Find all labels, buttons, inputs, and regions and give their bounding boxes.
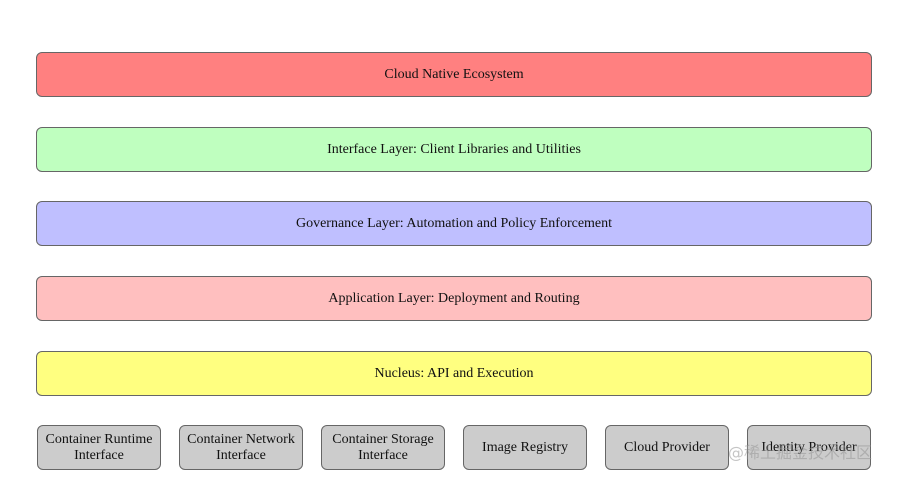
layer-nucleus: Nucleus: API and Execution (36, 351, 872, 396)
layer-interface: Interface Layer: Client Libraries and Ut… (36, 127, 872, 172)
layer-label: Cloud Native Ecosystem (384, 66, 524, 82)
infra-cloud-provider: Cloud Provider (605, 425, 729, 470)
layer-governance: Governance Layer: Automation and Policy … (36, 201, 872, 246)
layer-cloud-native-ecosystem: Cloud Native Ecosystem (36, 52, 872, 97)
infra-image-registry: Image Registry (463, 425, 587, 470)
layer-label: Governance Layer: Automation and Policy … (295, 215, 613, 231)
layer-label: Interface Layer: Client Libraries and Ut… (327, 141, 581, 157)
infra-container-network-interface: Container Network Interface (179, 425, 303, 470)
layer-label: Application Layer: Deployment and Routin… (328, 290, 580, 306)
infra-identity-provider: Identity Provider (747, 425, 871, 470)
layer-application: Application Layer: Deployment and Routin… (36, 276, 872, 321)
infra-container-storage-interface: Container Storage Interface (321, 425, 445, 470)
infra-container-runtime-interface: Container Runtime Interface (37, 425, 161, 470)
layer-label: Nucleus: API and Execution (374, 365, 534, 381)
